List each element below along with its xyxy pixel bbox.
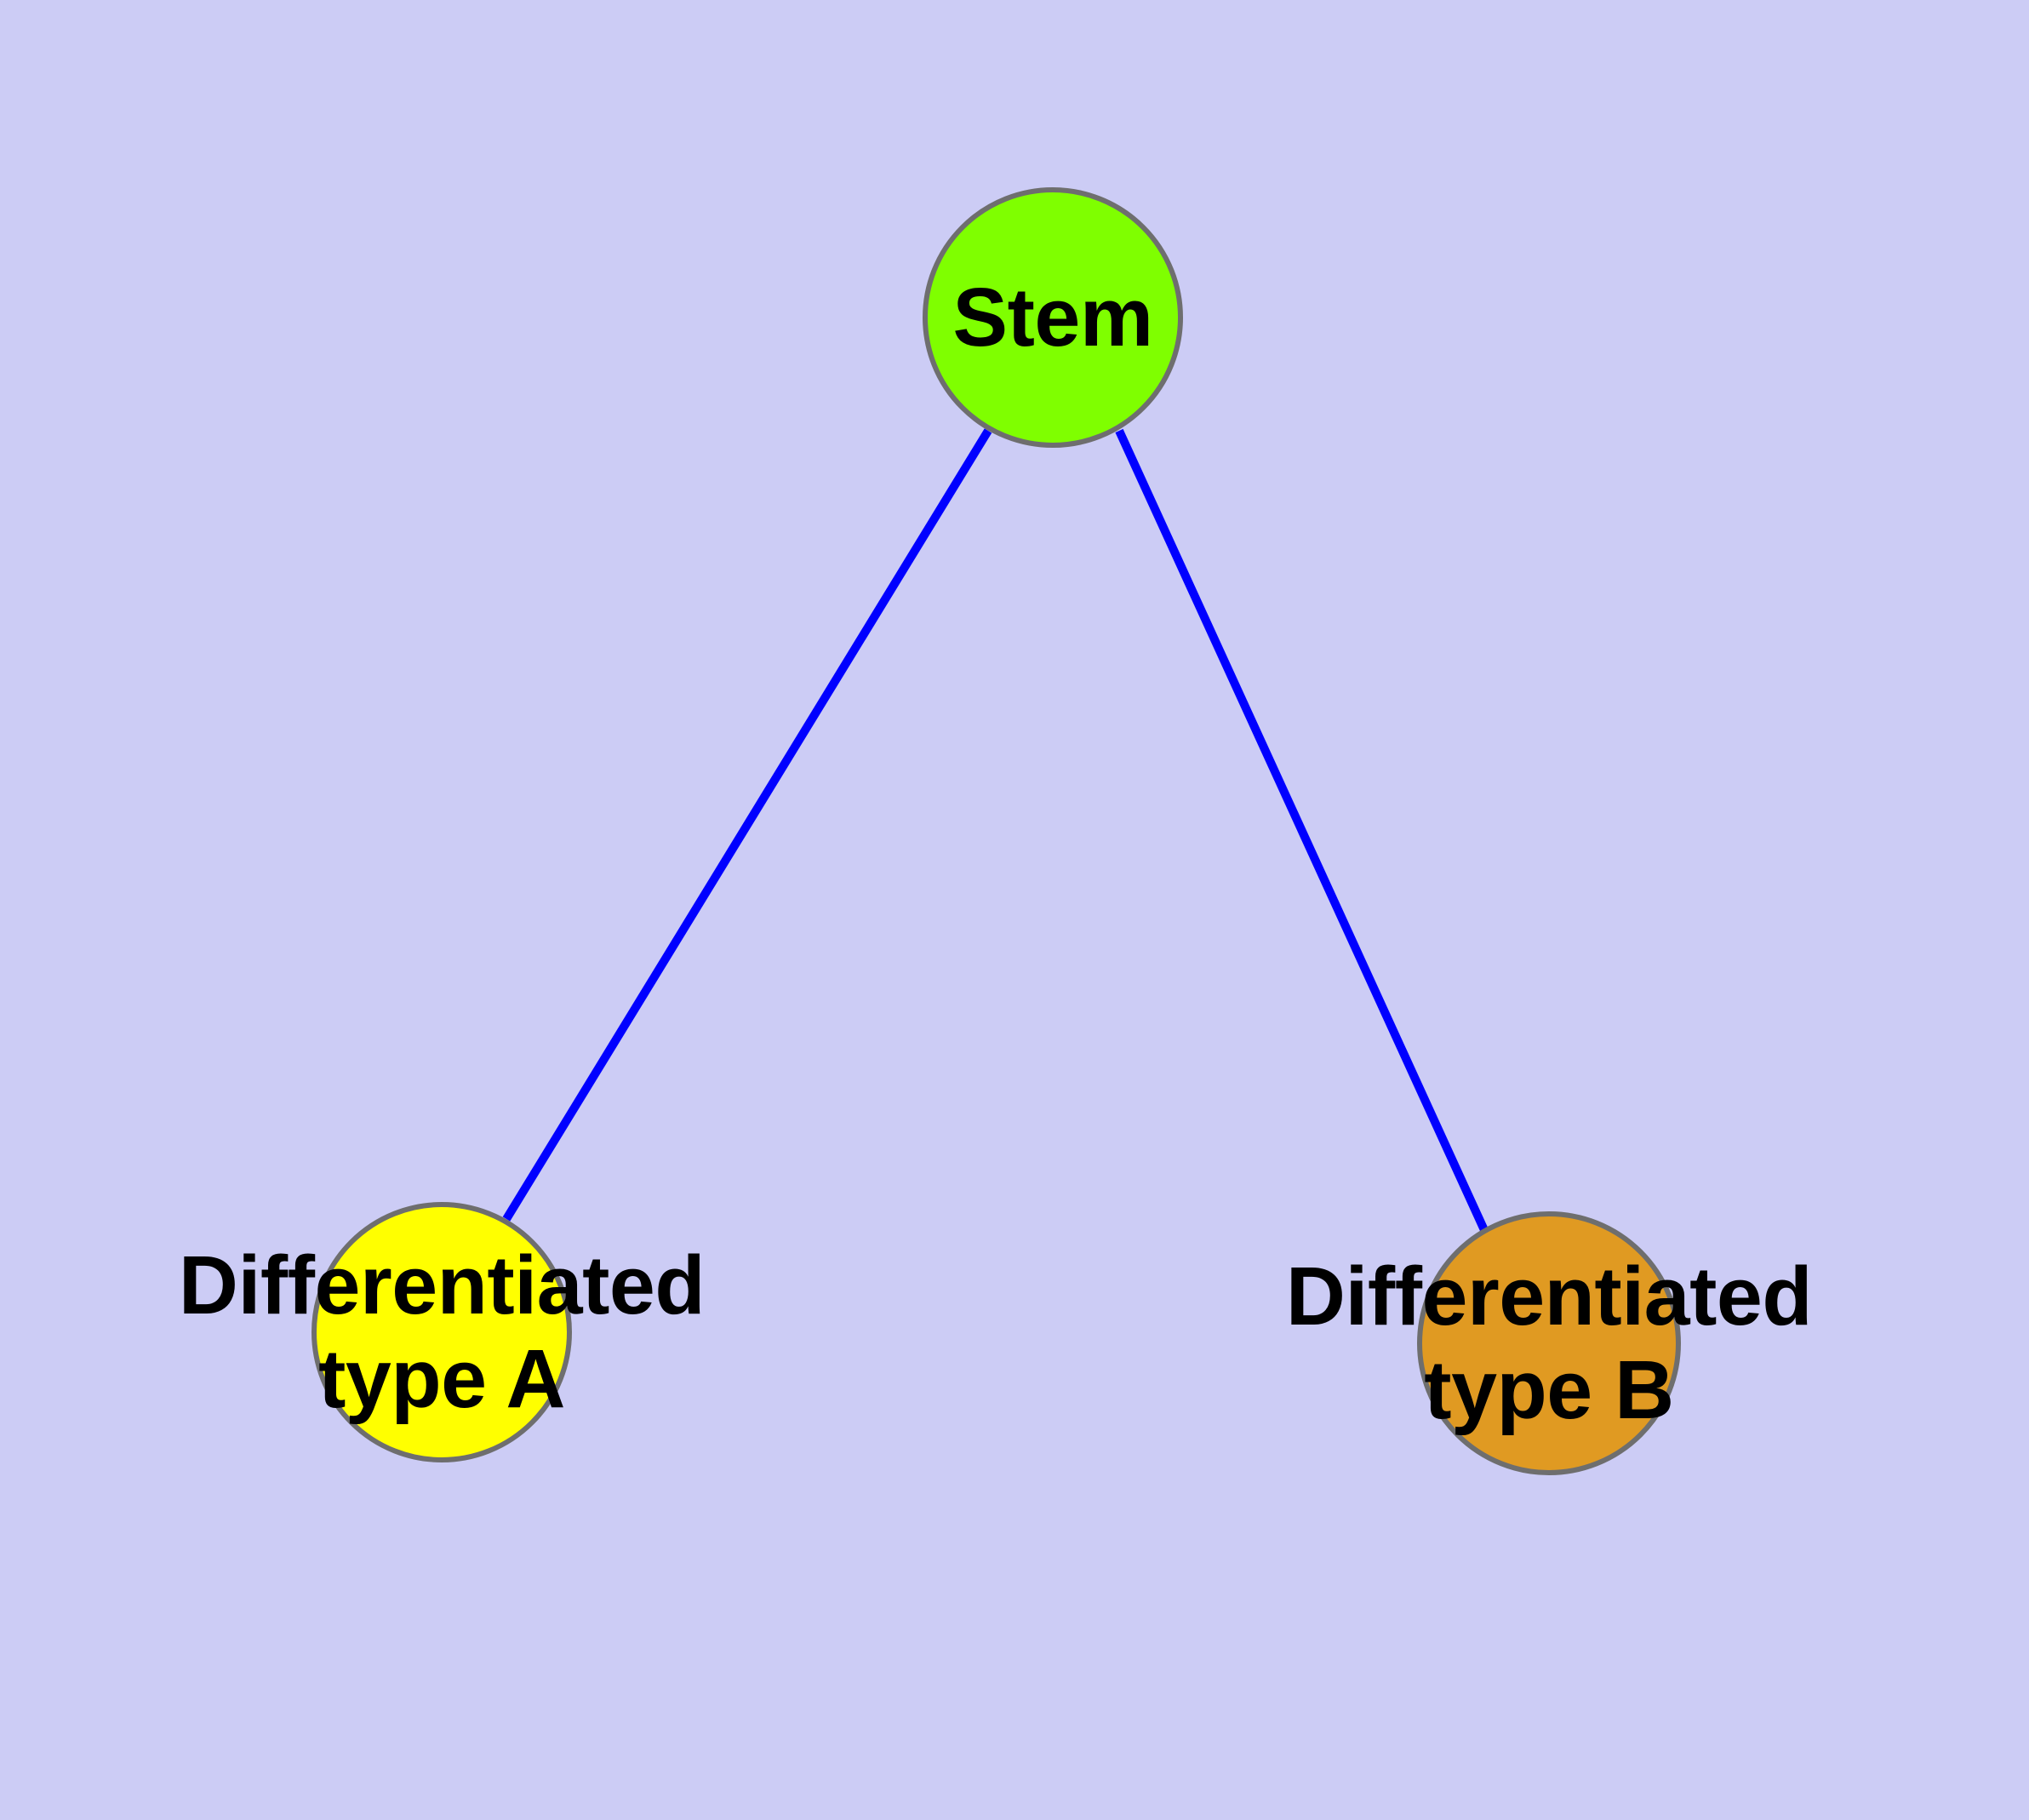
edges-layer: [502, 428, 1489, 1233]
node-differentiated-type-a[interactable]: [311, 1202, 572, 1462]
edge-stem-to-diff-a[interactable]: [502, 428, 992, 1222]
node-differentiated-type-b[interactable]: [1417, 1211, 1681, 1475]
nodes-layer: [311, 187, 1681, 1475]
edge-stem-to-diff-b[interactable]: [1115, 428, 1489, 1233]
node-stem[interactable]: [923, 187, 1183, 448]
